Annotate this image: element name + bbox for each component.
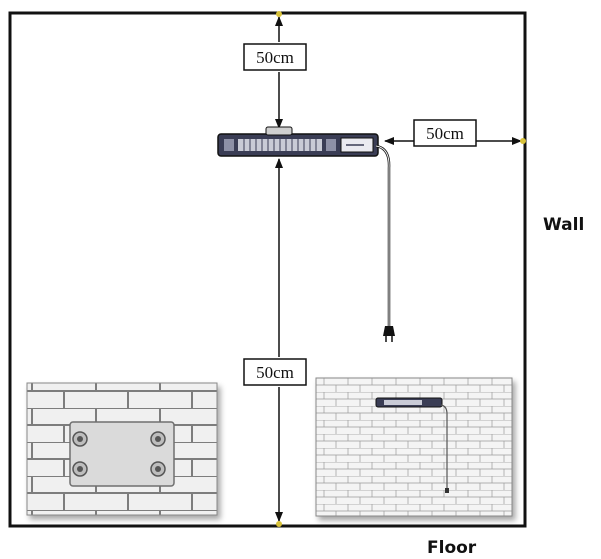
- mounting-bracket-icon: [69, 421, 175, 487]
- side-clearance-dimension: 50cm: [384, 119, 526, 147]
- wall-label: Wall: [543, 215, 584, 235]
- endpoint-dot: [520, 138, 526, 144]
- endpoint-dot: [276, 11, 282, 17]
- top-clearance-dimension: 50cm: [243, 11, 307, 129]
- bottom-clearance-label: 50cm: [256, 363, 294, 382]
- wall-frame: [8, 11, 527, 528]
- bottom-clearance-dimension: 50cm: [243, 158, 307, 527]
- side-clearance-label: 50cm: [426, 124, 464, 143]
- wall-heater-icon: [217, 126, 379, 157]
- top-clearance-label: 50cm: [256, 48, 294, 67]
- power-plug-icon: [383, 326, 395, 342]
- installed-heater-icon: [375, 397, 449, 493]
- endpoint-dot: [276, 521, 282, 527]
- floor-label: Floor: [427, 538, 477, 558]
- power-cord: [375, 144, 391, 326]
